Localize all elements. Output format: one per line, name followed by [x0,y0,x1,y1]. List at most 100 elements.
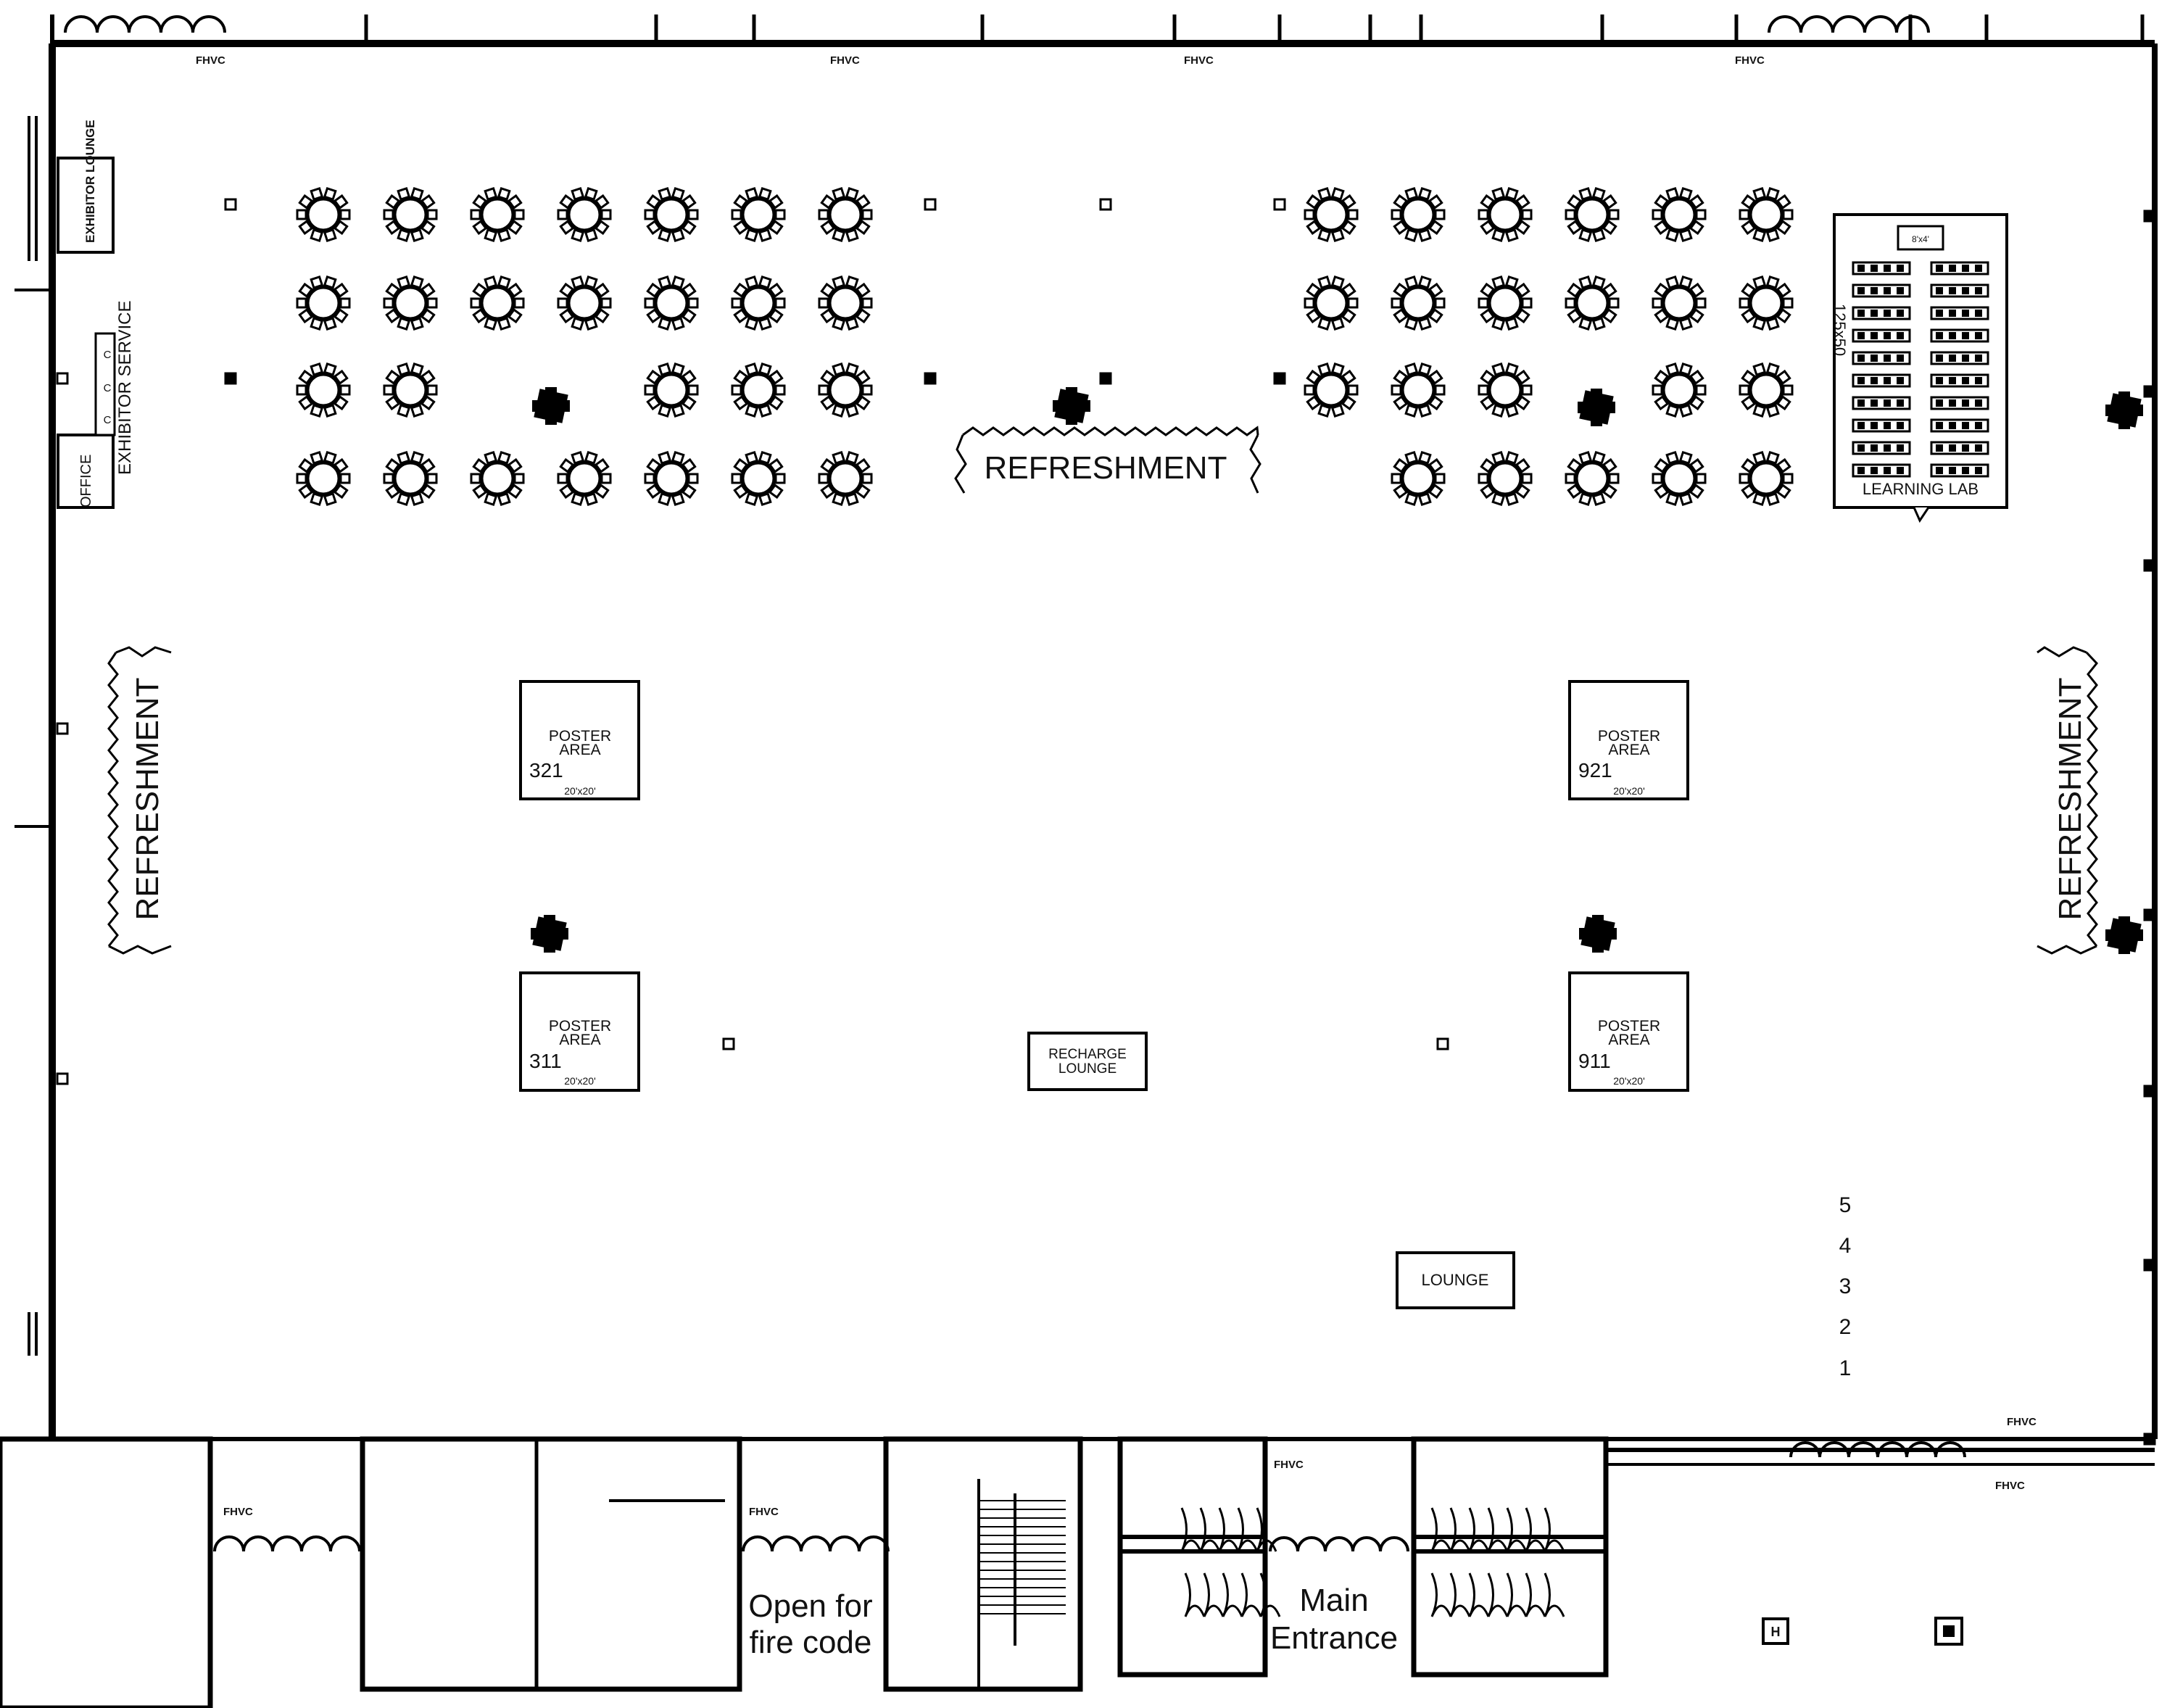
recharge-lounge[interactable]: RECHARGE LOUNGE [1027,1032,1148,1091]
restroom-stall-icon [1449,1507,1471,1552]
round-table-icon [818,451,873,506]
door-swing-icon [96,15,130,33]
lab-seat [1975,355,1982,362]
round-table-icon [1739,275,1794,331]
floor-markers: H [1762,1617,1963,1646]
round-table-icon [296,451,351,506]
poster-area-number: 911 [1578,1050,1611,1072]
lab-desk [1930,351,1989,365]
column-icon [1436,1037,1449,1050]
lab-seat [1936,287,1943,294]
refreshment-left-label: REFRESHMENT [130,678,165,921]
door-swing-icon [1379,1536,1409,1552]
round-table-icon [644,187,699,242]
lab-seat [1936,444,1943,452]
lab-seat [1884,332,1891,339]
lab-seat [1975,377,1982,384]
door-swing-icon [1799,15,1834,33]
lab-desk [1930,261,1989,275]
lab-seat [1962,332,1969,339]
poster-area-311[interactable]: POSTER AREA 311 20'x20' [519,971,640,1092]
door-swing-icon [213,1535,245,1552]
round-table-icon [644,275,699,331]
round-table-icon [557,187,612,242]
round-table-icon [1652,275,1707,331]
refreshment-top-label: REFRESHMENT [985,450,1227,486]
round-table-icon [818,187,873,242]
lab-seat [1884,444,1891,452]
poster-area-321[interactable]: POSTER AREA 321 20'x20' [519,680,640,800]
lab-seat [1975,467,1982,474]
refreshment-banner-top[interactable]: REFRESHMENT [954,426,1262,494]
door-swing-icon [858,1535,890,1552]
round-table-icon [296,362,351,418]
door-swing-icon [1863,15,1898,33]
lab-seat [1962,310,1969,317]
recharge-lounge-label: RECHARGE [1048,1047,1127,1062]
door-swing-icon [329,1535,361,1552]
lab-desk [1930,441,1989,455]
number-label: 4 [1839,1234,1852,1258]
lab-seat [1857,310,1865,317]
lab-seat [1962,287,1969,294]
round-table-icon [470,187,525,242]
round-table-icon [1739,362,1794,418]
restroom-stall-icon [1237,1507,1259,1552]
poster-area-title: POSTER [549,1018,611,1035]
main-entrance[interactable]: Main Entrance [1270,1583,1398,1656]
lab-seat [1884,422,1891,429]
numbered-list: 5 4 3 2 1 [1839,1193,1852,1380]
door-swing-icon [1847,1441,1879,1458]
door-swing-icon [300,1535,332,1552]
learning-lab-size-label: 125x50 [1831,304,1849,356]
cocktail-tables [531,387,2143,954]
learning-lab-seating [1852,261,1989,478]
round-table-icon [1478,275,1533,331]
column-icon [224,198,237,211]
lab-seat [1949,287,1956,294]
lab-seat [1884,287,1891,294]
refreshment-banner-left[interactable]: REFRESHMENT [107,646,172,955]
door-swing-icon [1831,15,1866,33]
lab-seat [1949,310,1956,317]
poster-area-911[interactable]: POSTER AREA 911 20'x20' [1568,971,1689,1092]
round-table-icon [1478,187,1533,242]
lounge[interactable]: LOUNGE [1396,1251,1515,1309]
column-icon [1099,198,1112,211]
open-for-fire-code-label: fire code [750,1625,872,1660]
round-table-icon [296,275,351,331]
door-swing-icon [191,15,226,33]
lab-desk [1930,463,1989,478]
round-table-icon [1652,187,1707,242]
wall [0,1436,213,1708]
round-table-icon [383,451,438,506]
restroom-stall-icon [1240,1572,1262,1617]
fire-code-opening[interactable]: Open for fire code [748,1588,872,1660]
learning-lab-room[interactable]: 8'x4' 125x50 LEARNING LAB [1831,213,2008,523]
poster-area-number: 921 [1578,759,1612,782]
restroom-stall-icon [1468,1572,1490,1617]
round-table-icon [818,275,873,331]
learning-lab-label: LEARNING LAB [1863,480,1979,498]
lab-seat [1870,310,1878,317]
lab-seat [1962,265,1969,272]
round-table-icon [1391,362,1446,418]
lab-seat [1962,422,1969,429]
lab-seat [1857,444,1865,452]
exhibitor-lounge-room[interactable]: EXHIBITOR LOUNGE [57,120,115,254]
column-icon [2143,1085,2156,1098]
poster-area-921[interactable]: POSTER AREA 921 20'x20' [1568,680,1689,800]
round-table-icon [731,275,786,331]
lab-seat [1949,332,1956,339]
restroom-stall-icon [1525,1572,1546,1617]
lab-seat [1884,467,1891,474]
lab-seat [1962,355,1969,362]
column-icon [2143,210,2156,223]
lab-seat [1936,467,1943,474]
door-swing-icon [242,1535,274,1552]
lab-seat [1884,310,1891,317]
lab-seat [1975,332,1982,339]
refreshment-banner-right[interactable]: REFRESHMENT [2037,646,2098,955]
restroom-stall-icon [1506,1507,1528,1552]
exhibitor-service-room[interactable]: EXHIBITOR SERVICE OFFICE [57,300,135,509]
